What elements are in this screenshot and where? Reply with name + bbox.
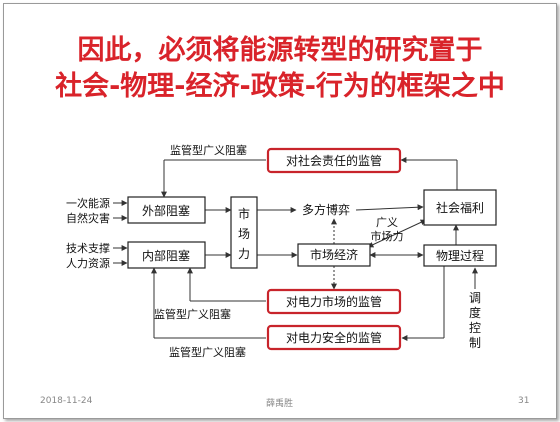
reg-barrier-label-bottom: 监管型广义阻塞 (169, 345, 246, 359)
primary-energy-label: 一次能源 (66, 196, 110, 210)
reg-barrier-label-top: 监管型广义阻塞 (170, 143, 247, 157)
slide-title-line2: 社会-物理-经济-政策-行为的框架之中 (55, 71, 505, 102)
dispatch-control-char-3: 控 (469, 321, 481, 335)
market-force-node: 市 场 力 (230, 196, 258, 269)
power-safety-reg-label: 对电力安全的监管 (286, 330, 382, 345)
dispatch-control-char-2: 度 (469, 305, 481, 320)
broad-market-force-label-1: 广义 (376, 216, 398, 229)
slide: 因此，必须将能源转型的研究置于 社会-物理-经济-政策-行为的框架之中 (3, 3, 557, 419)
physical-process-label: 物理过程 (436, 248, 484, 263)
social-responsibility-reg-label: 对社会责任的监管 (286, 153, 382, 168)
market-force-char-1: 市 (238, 206, 250, 221)
social-responsibility-reg-node: 对社会责任的监管 (266, 147, 402, 174)
connector-lines (113, 157, 478, 341)
physical-process-node: 物理过程 (423, 244, 497, 267)
market-force-char-2: 场 (238, 227, 250, 241)
external-barrier-label: 外部阻塞 (142, 203, 190, 218)
market-force-char-3: 力 (238, 247, 250, 261)
footer-page-number: 31 (518, 396, 530, 406)
external-barrier-node: 外部阻塞 (127, 196, 206, 224)
power-market-reg-label: 对电力市场的监管 (286, 294, 382, 309)
social-welfare-label: 社会福利 (436, 200, 484, 215)
tech-support-label: 技术支撑 (66, 241, 110, 255)
framework-diagram: 外部阻塞 内部阻塞 市 场 力 多方博弈 市场经济 社会福利 物理过程 对社会责 (66, 143, 497, 359)
footer-date: 2018-11-24 (40, 396, 93, 406)
multi-game-label: 多方博弈 (302, 202, 350, 217)
social-welfare-node: 社会福利 (423, 189, 497, 226)
dispatch-control-char-4: 制 (469, 336, 481, 350)
human-resources-label: 人力资源 (66, 256, 110, 270)
power-safety-reg-node: 对电力安全的监管 (266, 324, 402, 351)
broad-market-force-label-2: 市场力 (371, 229, 404, 243)
reg-barrier-label-mid: 监管型广义阻塞 (154, 307, 231, 321)
footer-author: 薛禹胜 (266, 399, 294, 409)
market-economy-label: 市场经济 (310, 247, 358, 262)
natural-disaster-label: 自然灾害 (66, 211, 110, 225)
dispatch-control-char-1: 调 (469, 291, 481, 305)
internal-barrier-node: 内部阻塞 (127, 241, 206, 269)
power-market-reg-node: 对电力市场的监管 (266, 288, 402, 315)
internal-barrier-label: 内部阻塞 (142, 248, 190, 263)
market-economy-node: 市场经济 (297, 243, 371, 267)
slide-title-line1: 因此，必须将能源转型的研究置于 (77, 35, 483, 66)
